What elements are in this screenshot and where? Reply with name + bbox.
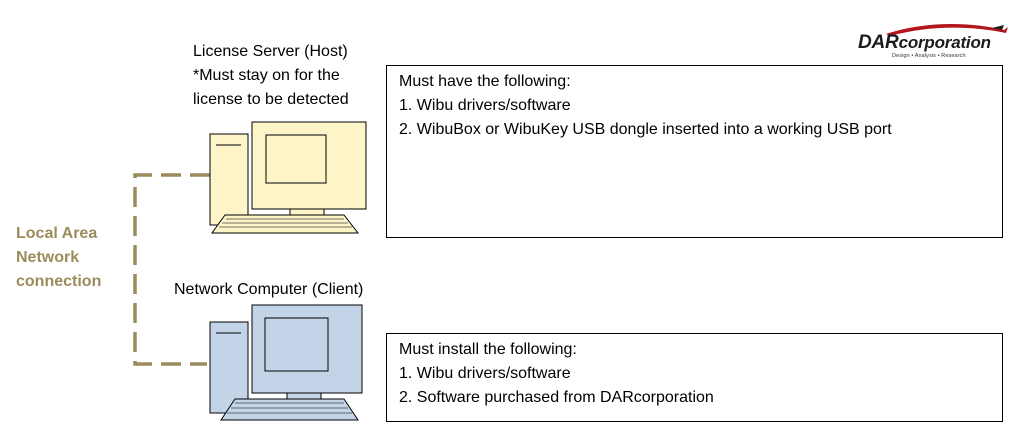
logo-swoosh-icon <box>886 24 1008 36</box>
client-label: Network Computer (Client) <box>174 281 364 298</box>
client-computer-icon <box>209 304 363 421</box>
lan-connection-line <box>133 173 210 366</box>
server-label-line: *Must stay on for the <box>193 67 340 84</box>
client-requirements-box: Must install the following: 1. Wibu driv… <box>386 333 1003 422</box>
server-requirement-item: 2. WibuBox or WibuKey USB dongle inserte… <box>399 121 892 138</box>
client-requirements-heading: Must install the following: <box>399 341 577 358</box>
server-requirements-box: Must have the following: 1. Wibu drivers… <box>386 65 1003 238</box>
logo-name-prefix: DAR <box>858 32 899 53</box>
lan-connection-label: Local Area Network connection <box>16 222 101 294</box>
darcorporation-logo: DARcorporation Design • Analysis • Resea… <box>852 22 1012 66</box>
server-label-line: license to be detected <box>193 91 349 108</box>
server-computer-icon <box>209 121 367 234</box>
server-requirement-item: 1. Wibu drivers/software <box>399 97 571 114</box>
client-requirement-item: 2. Software purchased from DARcorporatio… <box>399 389 714 406</box>
client-requirement-item: 1. Wibu drivers/software <box>399 365 571 382</box>
server-requirements-heading: Must have the following: <box>399 73 571 90</box>
lan-label-line: connection <box>16 273 102 290</box>
logo-name-suffix: corporation <box>898 33 991 52</box>
lan-label-line: Network <box>16 249 80 266</box>
logo-tagline: Design • Analysis • Research <box>892 53 966 59</box>
server-label: License Server (Host) *Must stay on for … <box>193 40 349 112</box>
lan-label-line: Local Area <box>16 225 98 242</box>
server-label-line: License Server (Host) <box>193 43 348 60</box>
